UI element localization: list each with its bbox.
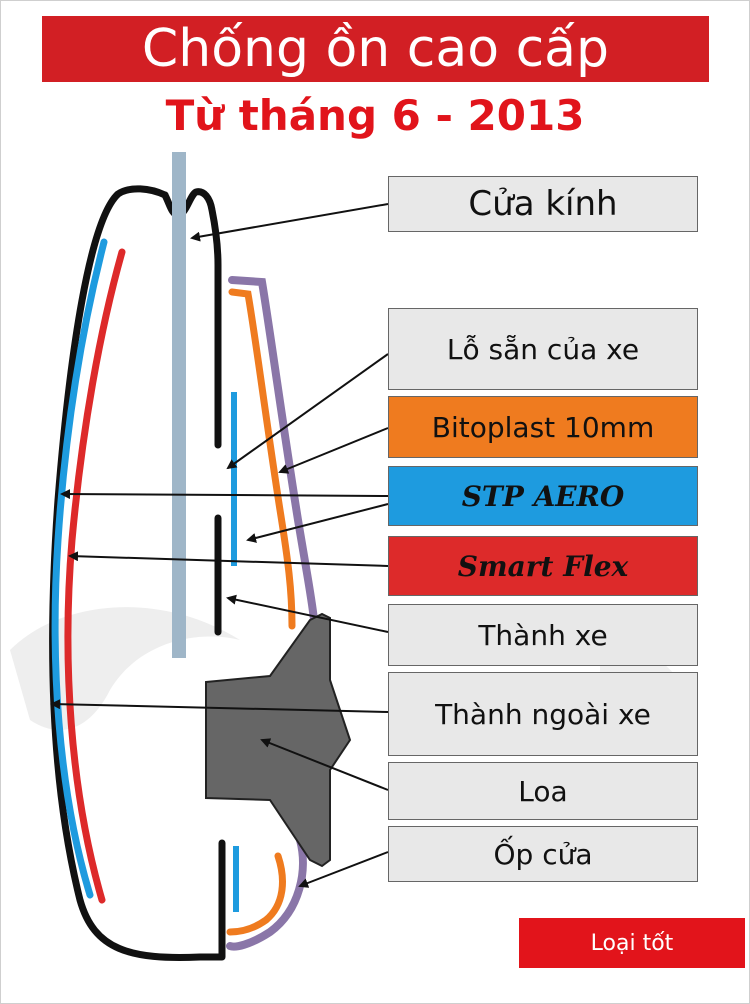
smart-flex-layer (64, 248, 126, 904)
leader-pre-drilled-holes (226, 353, 389, 470)
label-speaker: Loa (388, 762, 698, 820)
leader-stp-aero-inner (246, 503, 389, 543)
bitoplast-lower (226, 852, 286, 936)
leader-door-trim (298, 851, 389, 888)
label-stp-aero: STP AERO (388, 466, 698, 526)
label-window-glass: Cửa kính (388, 176, 698, 232)
label-door-trim: Ốp cửa (388, 826, 698, 882)
window-glass-shape (172, 152, 186, 658)
label-pre-drilled-holes: Lỗ sẵn của xe (388, 308, 698, 390)
leader-bitoplast (278, 427, 389, 474)
leader-outer-panel (50, 699, 389, 713)
title-banner (42, 16, 709, 82)
leader-window-glass (190, 203, 389, 242)
label-outer-panel: Thành ngoài xe (388, 672, 698, 756)
stp-aero-layer (51, 238, 108, 899)
bitoplast-layer (228, 288, 296, 630)
label-smart-flex: Smart Flex (388, 536, 698, 596)
door-trim-shape (226, 276, 318, 951)
leader-smart-flex (68, 551, 389, 567)
quality-badge: Loại tốt (519, 918, 745, 968)
page-title: Chống ồn cao cấp (141, 19, 610, 79)
label-bitoplast: Bitoplast 10mm (388, 396, 698, 458)
leader-inner-panel (226, 594, 389, 633)
label-inner-panel: Thành xe (388, 604, 698, 666)
page-subtitle: Từ tháng 6 - 2013 (165, 91, 585, 140)
leader-speaker (260, 738, 389, 791)
leader-stp-aero (60, 489, 389, 500)
speaker-shape (205, 612, 352, 868)
